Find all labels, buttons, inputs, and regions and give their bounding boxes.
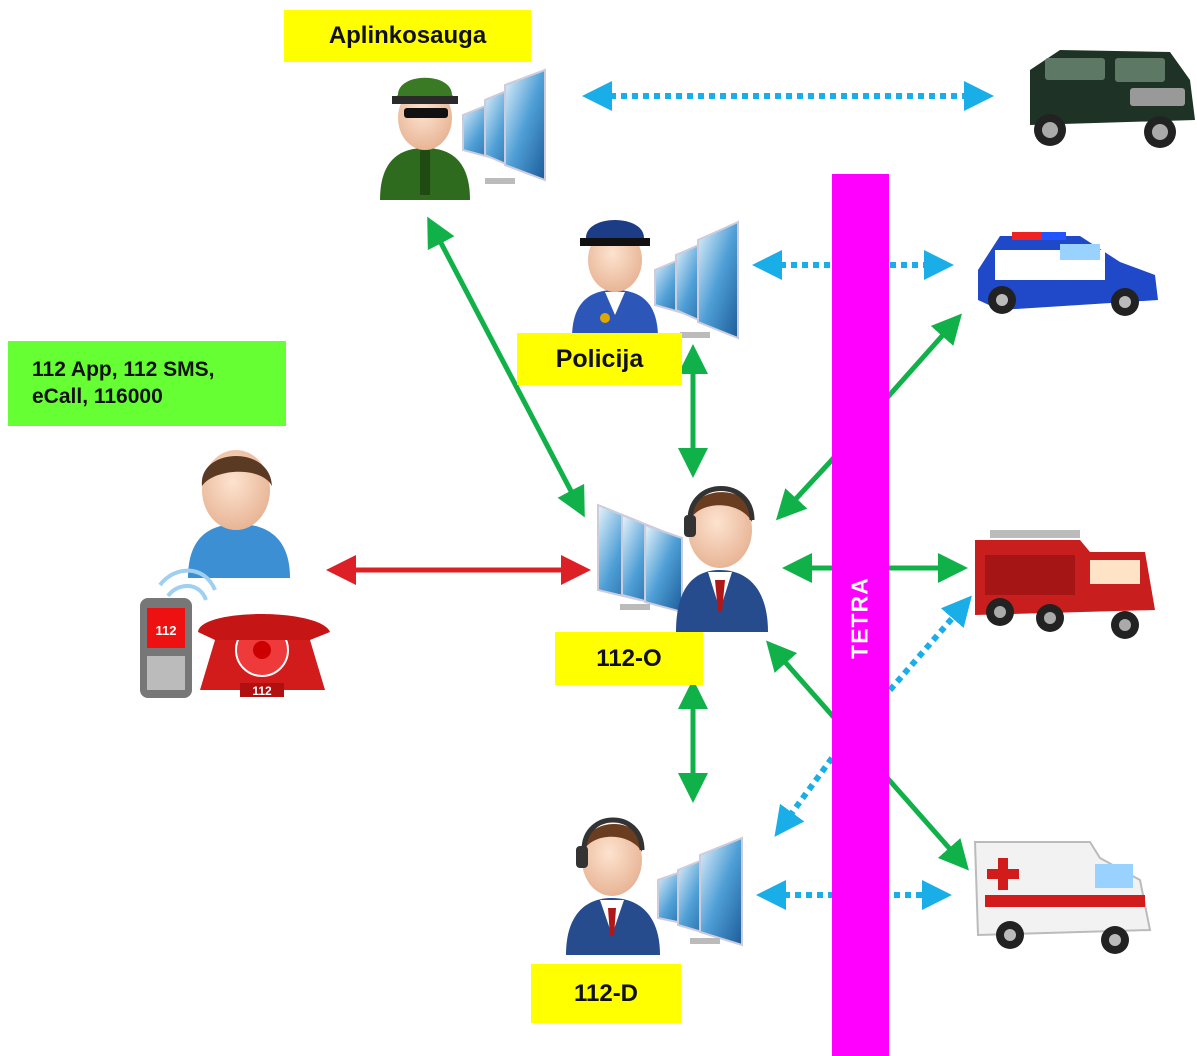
aplinkosauga-label: Aplinkosauga bbox=[284, 10, 531, 62]
fire-truck-icon bbox=[975, 530, 1155, 639]
monitor-stack-icon bbox=[462, 68, 546, 184]
operator-label: 112-O bbox=[555, 632, 703, 685]
aplinkosauga-label-text: Aplinkosauga bbox=[328, 22, 487, 49]
police-officer-icon bbox=[572, 220, 739, 340]
monitor-stack-icon bbox=[657, 836, 743, 947]
landline-phone-icon: 112 bbox=[198, 614, 330, 698]
tetra-label: TETRA bbox=[846, 577, 873, 659]
ambulance-icon bbox=[973, 841, 1152, 954]
monitor-stack-icon bbox=[597, 503, 683, 614]
dispatcher-label: 112-D bbox=[531, 964, 681, 1023]
jeep-icon bbox=[1030, 50, 1195, 148]
channels-line-2: eCall, 116000 bbox=[32, 384, 163, 408]
policija-label: Policija bbox=[517, 333, 682, 385]
headset-operator-icon bbox=[597, 486, 768, 632]
policija-label-text: Policija bbox=[555, 344, 644, 373]
arrow-tetra-police-car bbox=[775, 313, 962, 521]
uniformed-officer-green-icon bbox=[380, 68, 546, 200]
monitor-stack-icon bbox=[654, 220, 739, 340]
operator-label-text: 112-O bbox=[596, 644, 662, 672]
arrow-aplinkosauga-operator bbox=[427, 216, 585, 518]
mobile-screen-text: 112 bbox=[156, 623, 177, 638]
dotted-arrow-dispatcher-up bbox=[774, 756, 835, 837]
caller-person-icon bbox=[158, 450, 290, 601]
channels-line-1: 112 App, 112 SMS, bbox=[32, 358, 215, 382]
channels-label: 112 App, 112 SMS, eCall, 116000 bbox=[8, 341, 286, 426]
landline-base-text: 112 bbox=[252, 684, 272, 698]
headset-dispatcher-icon bbox=[566, 817, 743, 955]
dotted-arrow-firetruck bbox=[887, 595, 972, 692]
mobile-phone-icon: 112 bbox=[140, 598, 192, 698]
dispatcher-label-text: 112-D bbox=[573, 979, 639, 1007]
police-car-icon bbox=[978, 232, 1158, 316]
tetra-network-bar bbox=[832, 174, 889, 1056]
